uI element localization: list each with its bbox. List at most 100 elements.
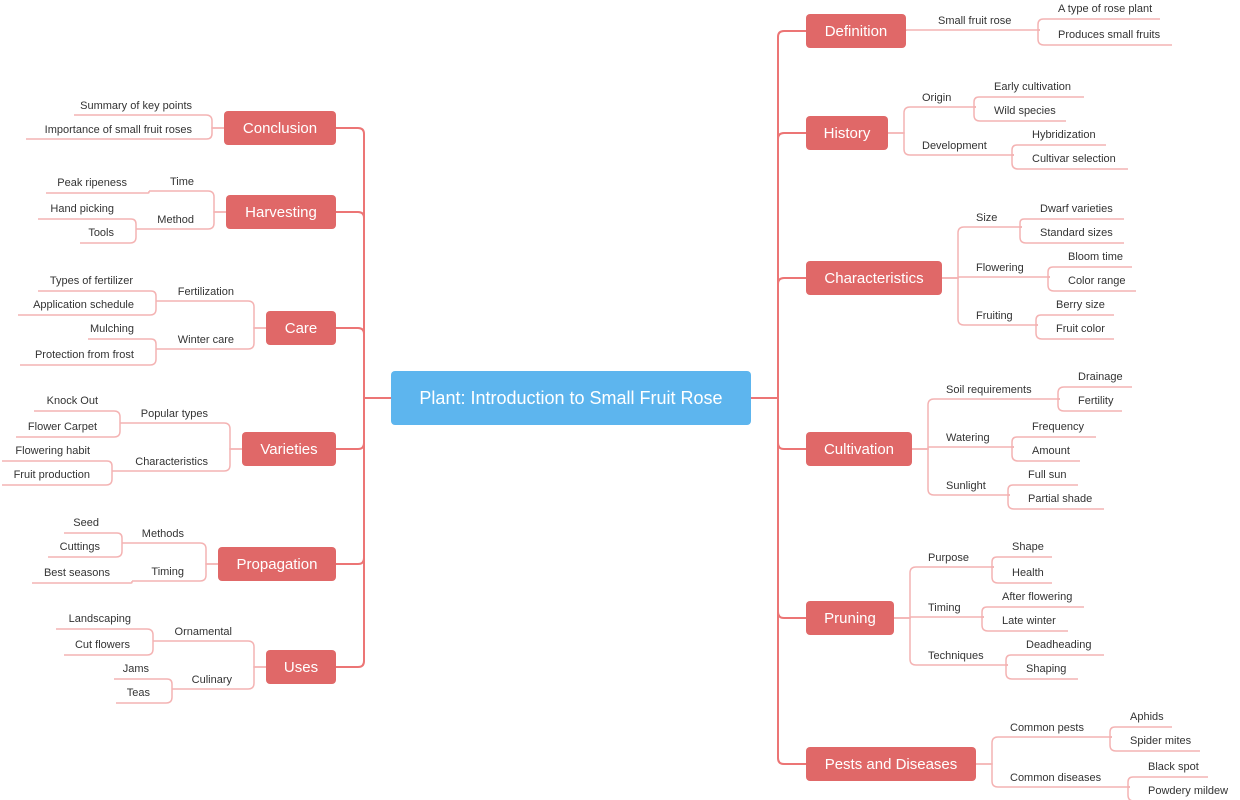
- leaf[interactable]: Aphids: [1130, 711, 1164, 723]
- root-topic[interactable]: Plant: Introduction to Small Fruit Rose: [391, 371, 751, 425]
- subtopic[interactable]: Characteristics: [135, 456, 208, 468]
- subtopic[interactable]: Importance of small fruit roses: [44, 124, 192, 136]
- leaf[interactable]: Mulching: [89, 323, 134, 335]
- leaf[interactable]: Deadheading: [1026, 639, 1092, 651]
- subtopic[interactable]: Ornamental: [174, 626, 232, 638]
- topic-conclusion[interactable]: Conclusion: [224, 111, 336, 145]
- topic-uses[interactable]: Uses: [266, 650, 336, 684]
- subtopic[interactable]: Flowering: [976, 262, 1024, 274]
- subtopic[interactable]: Techniques: [928, 650, 984, 662]
- leaf[interactable]: Jams: [122, 663, 149, 675]
- topic-characteristics[interactable]: Characteristics: [806, 261, 942, 295]
- subtopic[interactable]: Small fruit rose: [938, 15, 1012, 27]
- topic-cultivation[interactable]: Cultivation: [806, 432, 912, 466]
- subtopic[interactable]: Summary of key points: [80, 100, 192, 112]
- leaf[interactable]: Berry size: [1056, 299, 1105, 311]
- leaf[interactable]: Late winter: [1002, 615, 1056, 627]
- subtopic[interactable]: Method: [157, 214, 194, 226]
- topic-varieties[interactable]: Varieties: [242, 432, 336, 466]
- leaf[interactable]: Color range: [1068, 275, 1126, 287]
- topic-harvesting[interactable]: Harvesting: [226, 195, 336, 229]
- leaf[interactable]: Landscaping: [68, 613, 131, 625]
- topic-propagation[interactable]: Propagation: [218, 547, 336, 581]
- leaf[interactable]: Best seasons: [43, 567, 110, 579]
- subtopic[interactable]: Methods: [141, 528, 184, 540]
- subtopic-connector: [156, 300, 266, 329]
- topic-pests-and-diseases[interactable]: Pests and Diseases: [806, 747, 976, 781]
- leaf[interactable]: Tools: [88, 227, 114, 239]
- subtopic[interactable]: Popular types: [140, 408, 208, 420]
- subtopic-connector: [894, 566, 994, 619]
- leaf-connector: [114, 678, 173, 689]
- leaf[interactable]: Powdery mildew: [1148, 785, 1229, 797]
- leaf[interactable]: Spider mites: [1130, 735, 1192, 747]
- subtopic[interactable]: Common pests: [1010, 722, 1084, 734]
- leaf-connector: [973, 106, 1066, 122]
- subtopic[interactable]: Soil requirements: [946, 384, 1032, 396]
- leaf[interactable]: Health: [1012, 567, 1044, 579]
- leaf[interactable]: Fertility: [1078, 395, 1114, 407]
- leaf-connector: [1005, 654, 1104, 666]
- topic-pruning[interactable]: Pruning: [806, 601, 894, 635]
- leaf[interactable]: Standard sizes: [1040, 227, 1113, 239]
- leaf[interactable]: Bloom time: [1068, 251, 1124, 263]
- leaf[interactable]: Hand picking: [50, 203, 114, 215]
- topic-care[interactable]: Care: [266, 311, 336, 345]
- topic-connector: [777, 398, 806, 765]
- topic-definition[interactable]: Definition: [806, 14, 906, 48]
- leaf[interactable]: Teas: [126, 687, 150, 699]
- subtopic[interactable]: Common diseases: [1010, 772, 1102, 784]
- topic-history[interactable]: History: [806, 116, 888, 150]
- leaf-connector: [64, 532, 123, 543]
- leaf[interactable]: Wild species: [994, 105, 1056, 117]
- subtopic-connector: [156, 327, 266, 350]
- leaf[interactable]: Produces small fruits: [1058, 29, 1161, 41]
- subtopic[interactable]: Time: [169, 176, 194, 188]
- topic-connector: [336, 398, 365, 450]
- leaf[interactable]: Full sun: [1028, 469, 1067, 481]
- leaf[interactable]: Knock Out: [46, 395, 98, 407]
- subtopic[interactable]: Fruiting: [976, 310, 1013, 322]
- subtopic[interactable]: Winter care: [177, 334, 234, 346]
- leaf[interactable]: Application schedule: [33, 299, 134, 311]
- leaf-connector: [981, 606, 1084, 618]
- leaf[interactable]: After flowering: [1002, 591, 1073, 603]
- leaf[interactable]: Hybridization: [1032, 129, 1096, 141]
- subtopic[interactable]: Fertilization: [177, 286, 234, 298]
- leaf-connector: [1109, 726, 1172, 738]
- leaf[interactable]: Partial shade: [1028, 493, 1093, 505]
- leaf[interactable]: Amount: [1032, 445, 1070, 457]
- leaf[interactable]: Dwarf varieties: [1040, 203, 1113, 215]
- subtopic[interactable]: Timing: [928, 602, 961, 614]
- leaf[interactable]: Flower Carpet: [27, 421, 97, 433]
- leaf[interactable]: Cultivar selection: [1032, 153, 1116, 165]
- subtopic[interactable]: Origin: [922, 92, 952, 104]
- subtopic-connector: [136, 211, 226, 230]
- leaf-connector: [88, 338, 157, 349]
- leaf[interactable]: Seed: [73, 517, 99, 529]
- leaf[interactable]: Cuttings: [59, 541, 100, 553]
- leaf[interactable]: Flowering habit: [15, 445, 90, 457]
- subtopic-connector: [112, 448, 242, 472]
- leaf[interactable]: Cut flowers: [74, 639, 130, 651]
- leaf[interactable]: Fruit color: [1056, 323, 1105, 335]
- subtopic[interactable]: Development: [922, 140, 987, 152]
- leaf[interactable]: Protection from frost: [34, 349, 134, 361]
- subtopic[interactable]: Size: [976, 212, 998, 224]
- leaf[interactable]: Peak ripeness: [57, 177, 127, 189]
- subtopic[interactable]: Culinary: [191, 674, 232, 686]
- leaf[interactable]: Early cultivation: [994, 81, 1072, 93]
- leaf[interactable]: Types of fertilizer: [49, 275, 133, 287]
- leaf[interactable]: Drainage: [1078, 371, 1123, 383]
- leaf[interactable]: Black spot: [1148, 761, 1199, 773]
- leaf[interactable]: Shape: [1012, 541, 1044, 553]
- subtopic[interactable]: Sunlight: [946, 480, 986, 492]
- leaf[interactable]: Shaping: [1026, 663, 1067, 675]
- subtopic[interactable]: Purpose: [928, 552, 969, 564]
- subtopic[interactable]: Watering: [946, 432, 990, 444]
- leaf[interactable]: A type of rose plant: [1058, 3, 1153, 15]
- leaf[interactable]: Frequency: [1032, 421, 1084, 433]
- leaf[interactable]: Fruit production: [13, 469, 90, 481]
- subtopic[interactable]: Timing: [151, 566, 184, 578]
